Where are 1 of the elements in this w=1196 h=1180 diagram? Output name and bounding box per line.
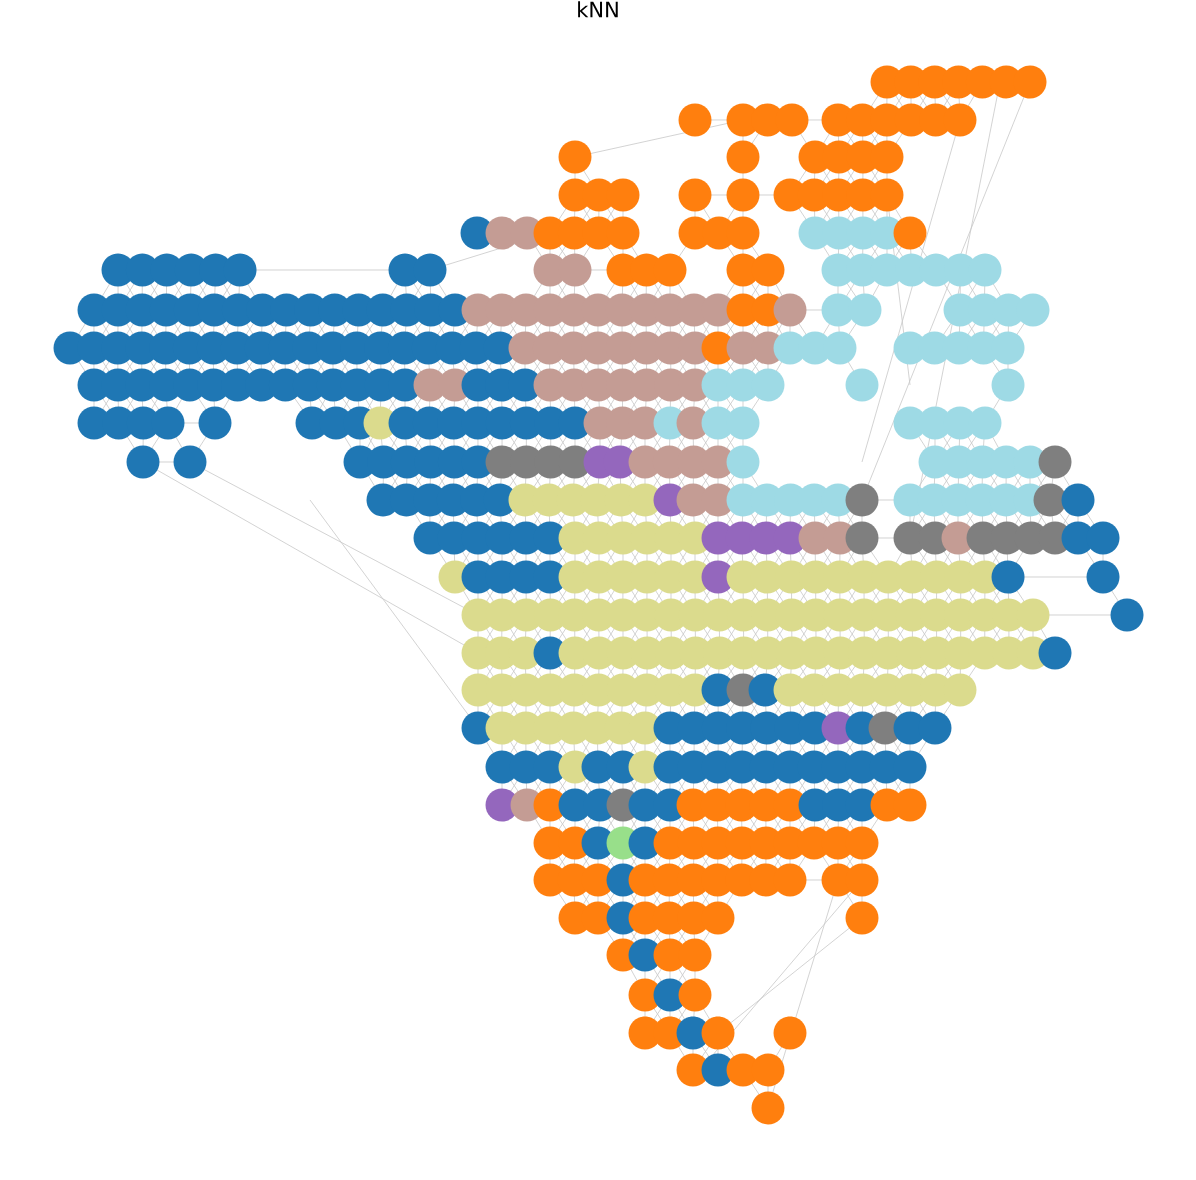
title: kNN: [578, 1, 618, 18]
